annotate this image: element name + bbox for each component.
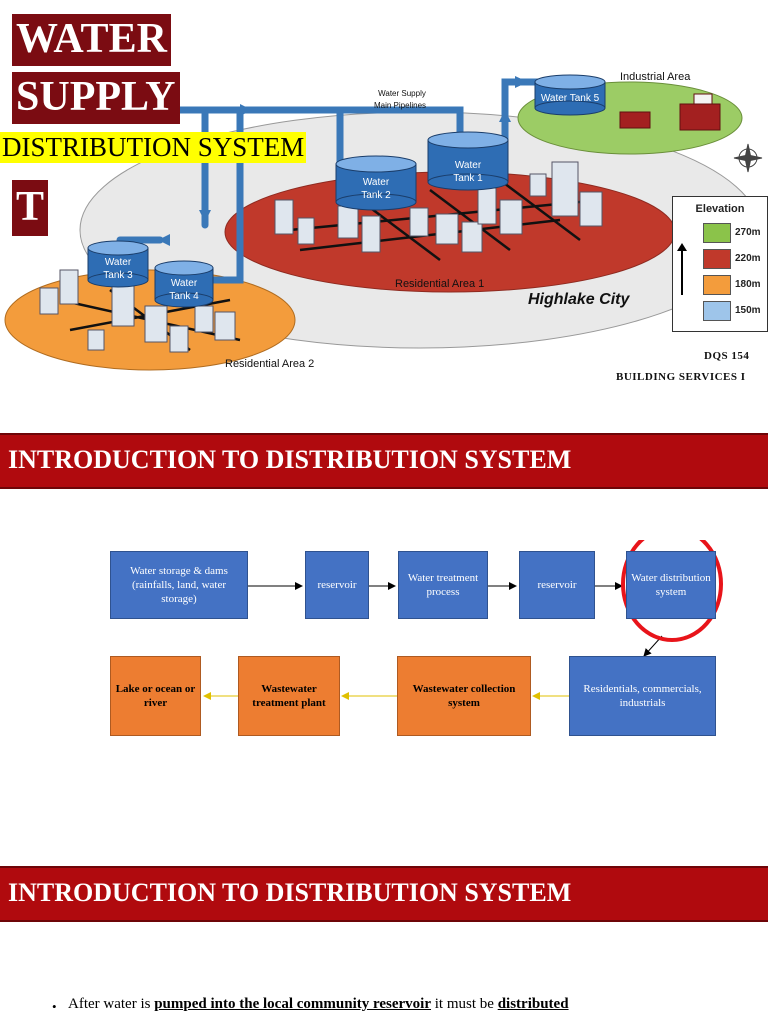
legend-label-270: 270m <box>735 227 761 238</box>
bullet-prefix: After water is <box>68 996 155 1012</box>
tank-3-label-line1: Water <box>105 257 132 268</box>
residential-area-1-label: Residential Area 1 <box>395 278 484 290</box>
legend-swatch-180 <box>703 275 731 295</box>
legend-label-150: 150m <box>735 305 761 316</box>
course-name: BUILDING SERVICES I <box>616 371 746 383</box>
bullet-icon: • <box>52 999 57 1014</box>
flowchart-connectors <box>203 540 723 700</box>
slide-3-header-text: INTRODUCTION TO DISTRIBUTION SYSTEM <box>8 878 572 907</box>
course-code: DQS 154 <box>704 350 750 362</box>
flow-box-treatment: Water treatment process <box>398 551 488 619</box>
legend-swatch-150 <box>703 301 731 321</box>
highlight-circle <box>621 540 723 642</box>
tank-4-label-line1: Water <box>171 278 198 289</box>
tank-3-label-line2: Tank 3 <box>103 270 133 281</box>
arrow-up-icon <box>677 243 687 295</box>
pipelines-label-line2: Main Pipelines <box>374 101 426 110</box>
flow-box-water-storage: Water storage & dams (rainfalls, land, w… <box>110 551 248 619</box>
tank-5-label: Water Tank 5 <box>541 93 600 104</box>
title-line-2: SUPPLY <box>12 72 180 124</box>
slide-2-header: INTRODUCTION TO DISTRIBUTION SYSTEM <box>0 433 768 489</box>
tank-1-label-line2: Tank 1 <box>453 173 483 184</box>
tank-1-label-line1: Water <box>455 160 482 171</box>
legend-swatch-270 <box>703 223 731 243</box>
bullet-emphasis-1: pumped into the local community reservoi… <box>154 996 432 1012</box>
residential-area-2-label: Residential Area 2 <box>225 358 314 370</box>
flow-box-reservoir-1: reservoir <box>305 551 369 619</box>
bullet-middle: it must be <box>431 996 498 1012</box>
tank-2-label-line1: Water <box>363 177 390 188</box>
bullet-text: After water is pumped into the local com… <box>68 996 569 1013</box>
legend-swatch-220 <box>703 249 731 269</box>
subtitle-banner: DISTRIBUTION SYSTEM <box>0 132 307 163</box>
elevation-legend: Elevation 270m 220m 180m 150m <box>672 196 768 332</box>
legend-label-180: 180m <box>735 279 761 290</box>
slide-1: Water Tank 1 Water Tank 2 Water Tank 3 W… <box>0 0 768 400</box>
title-line-3: T <box>12 180 49 236</box>
flow-box-lake: Lake or ocean or river <box>110 656 201 736</box>
tank-2-label-line2: Tank 2 <box>361 190 391 201</box>
flow-box-residentials: Residentials, commercials, industrials <box>569 656 716 736</box>
legend-label-220: 220m <box>735 253 761 264</box>
pipelines-label-line1: Water Supply <box>378 89 426 98</box>
industrial-area-label: Industrial Area <box>620 71 691 83</box>
bullet-emphasis-2: distributed <box>497 996 569 1012</box>
city-label: Highlake City <box>528 291 630 308</box>
slide-3-header: INTRODUCTION TO DISTRIBUTION SYSTEM <box>0 866 768 922</box>
flow-box-wastewater-collection: Wastewater collection system <box>397 656 531 736</box>
compass-icon <box>733 143 763 173</box>
flow-box-wastewater-plant: Wastewater treatment plant <box>238 656 340 736</box>
title-line-1: WATER <box>12 14 171 66</box>
tank-4-label-line2: Tank 4 <box>169 291 199 302</box>
flow-box-distribution: Water distribution system <box>626 551 716 619</box>
flow-box-reservoir-2: reservoir <box>519 551 595 619</box>
slide-2-header-text: INTRODUCTION TO DISTRIBUTION SYSTEM <box>8 445 572 474</box>
water-system-illustration: Water Tank 1 Water Tank 2 Water Tank 3 W… <box>4 71 763 371</box>
legend-title: Elevation <box>695 203 745 215</box>
